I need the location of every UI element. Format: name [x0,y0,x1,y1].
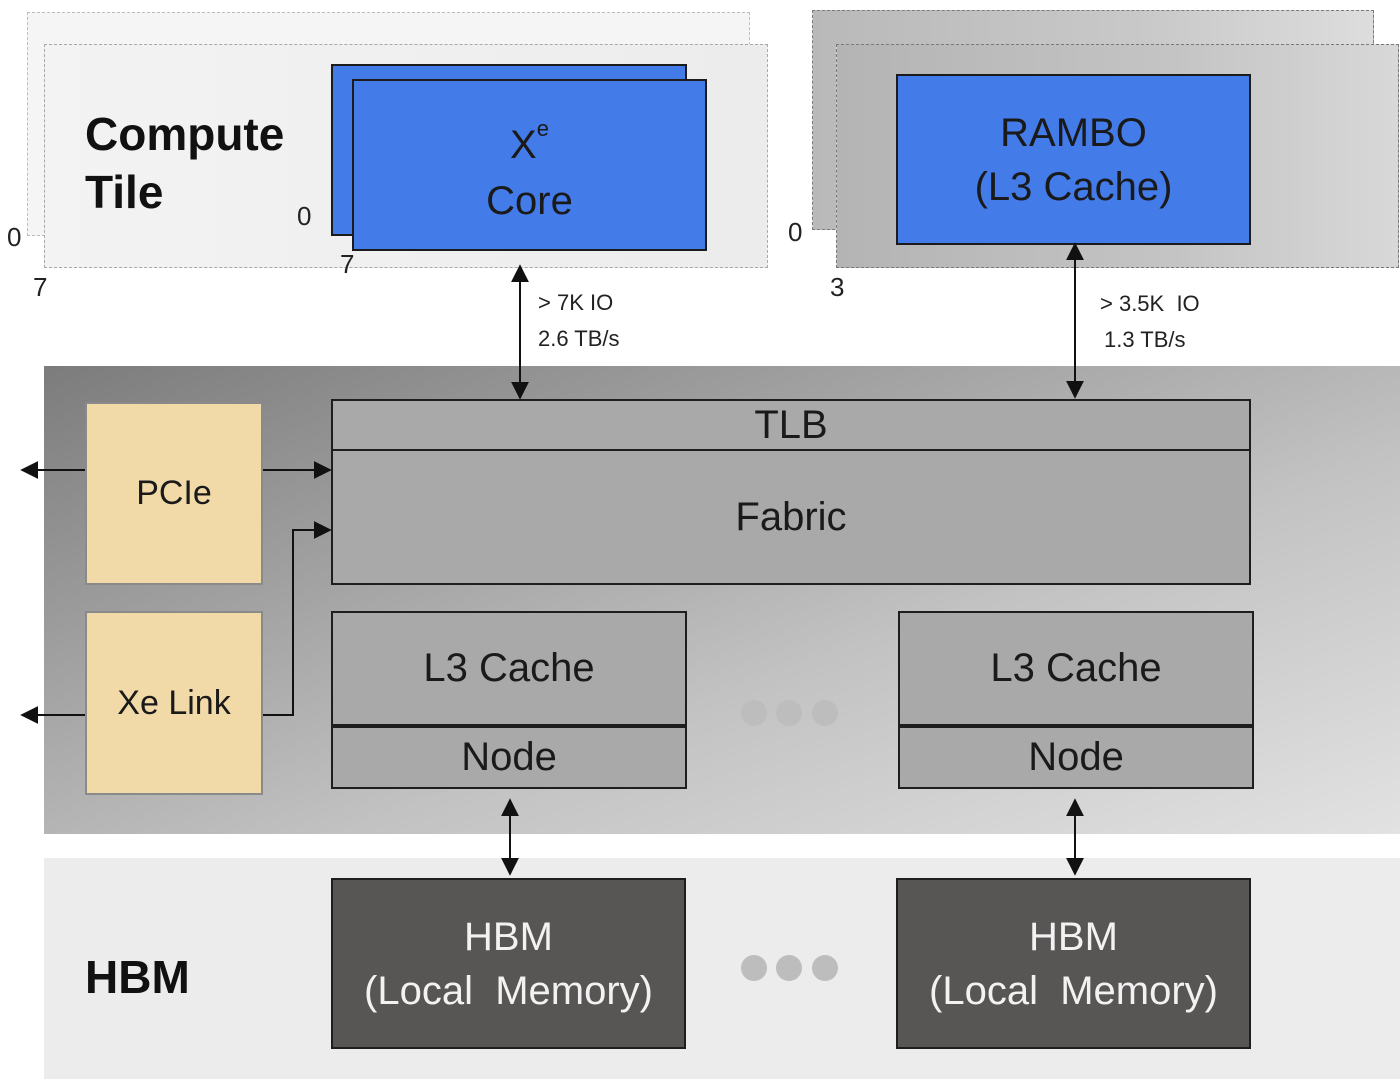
hbm-stack-2: HBM (Local Memory) [896,878,1251,1049]
ellipsis-dot [776,955,802,981]
rambo-index-end: 3 [830,272,845,302]
tlb-label: TLB [754,402,828,447]
fabric-block: Fabric [331,449,1251,585]
xe-link-fabric-arrow [263,521,332,716]
hbm-stack-label-line2: (Local Memory) [364,968,653,1013]
compute-link-label: > 7K IO 2.6 TB/s [538,285,620,357]
core-index-end: 7 [340,249,355,279]
hbm-section-label: HBM [85,951,190,1003]
hbm-stack-label-line1: HBM [464,914,553,959]
xe-core-box: Xe Core [352,79,707,251]
xe-core-sup: e [536,116,549,141]
tile-index-end: 7 [33,272,48,302]
l3-cache-label: L3 Cache [423,646,595,690]
node-label: Node [461,735,557,779]
compute-tile-title-line2: Tile [85,166,164,218]
xe-link-label: Xe Link [117,683,231,722]
xe-core-x: X [510,123,537,167]
l3-cache-slice-2: L3 Cache [898,611,1254,728]
node-slice-2: Node [898,726,1254,789]
fabric-label: Fabric [735,494,847,539]
l3-cache-slice-1: L3 Cache [331,611,687,728]
compute-tile-title-line1: Compute [85,108,285,160]
node-slice-1: Node [331,726,687,789]
ellipsis-dot [741,955,767,981]
compute-link-bandwidth: 2.6 TB/s [538,326,620,351]
hbm-stack-label-line2: (Local Memory) [929,968,1218,1013]
ellipsis-dot [776,700,802,726]
rambo-box: RAMBO (L3 Cache) [896,74,1251,245]
tile-index-start: 0 [7,222,22,252]
xe-link-block: Xe Link [85,611,263,795]
compute-tile-title: Compute Tile [85,105,284,221]
ellipsis-dot [812,955,838,981]
hbm-stack-1: HBM (Local Memory) [331,878,686,1049]
compute-link-io: > 7K IO [538,290,614,315]
node-label: Node [1028,735,1124,779]
rambo-link-label: > 3.5K IO 1.3 TB/s [1100,286,1200,358]
core-index-start: 0 [297,201,312,231]
ellipsis-dot [741,700,767,726]
hbm-stack-label-line1: HBM [1029,914,1118,959]
rambo-label-line1: RAMBO [1000,110,1147,155]
rambo-index-start: 0 [788,217,803,247]
l3-cache-label: L3 Cache [990,646,1162,690]
rambo-link-bandwidth: 1.3 TB/s [1104,327,1186,352]
pcie-block: PCIe [85,402,263,585]
rambo-label-line2: (L3 Cache) [974,164,1173,209]
tlb-block: TLB [331,399,1251,451]
xe-core-label-word: Core [486,179,573,223]
pcie-label: PCIe [136,474,212,512]
ellipsis-dot [812,700,838,726]
rambo-link-io: > 3.5K IO [1100,291,1200,316]
xe-core-label-title: Xe [510,101,549,173]
